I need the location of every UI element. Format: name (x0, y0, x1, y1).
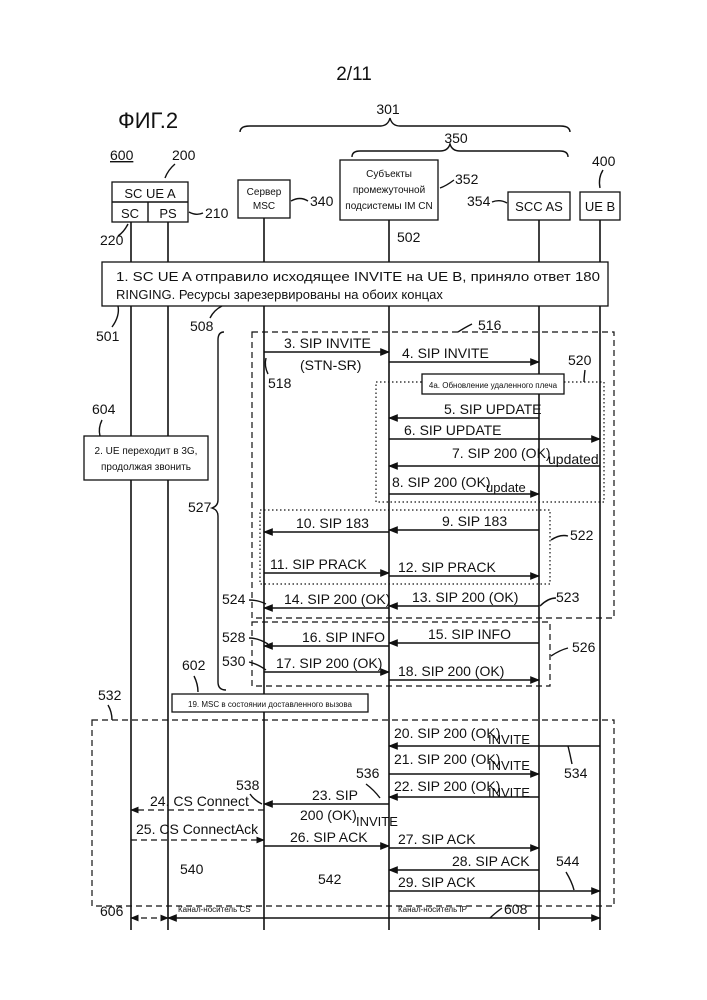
msg27-label: 27. SIP ACK (398, 831, 476, 847)
ims-label-line1: Субъекты (366, 168, 412, 180)
ref-340: 340 (310, 193, 334, 209)
msg8-subscript: update (486, 480, 526, 495)
msg26-label: 26. SIP ACK (290, 829, 368, 845)
msg18-label: 18. SIP 200 (OK) (398, 663, 504, 679)
msg29-label: 29. SIP ACK (398, 874, 476, 890)
msc-label-line1: Сервер (247, 187, 282, 198)
step2-line1: 2. UE переходит в 3G, (95, 446, 198, 457)
msg9-label: 9. SIP 183 (442, 513, 507, 529)
msg5-label: 5. SIP UPDATE (444, 401, 542, 417)
ref-530: 530 (222, 653, 246, 669)
sc-label: SC (121, 206, 139, 221)
ref-602: 602 (182, 657, 206, 673)
ref-527: 527 (188, 499, 212, 515)
ref-516: 516 (478, 317, 502, 333)
page-number: 2/11 (336, 64, 372, 85)
ue-b-label: UE B (585, 199, 615, 214)
ref-538: 538 (236, 777, 260, 793)
ref-301: 301 (376, 101, 400, 117)
scc-as-label: SCC AS (515, 199, 563, 214)
msg6-label: 6. SIP UPDATE (404, 422, 502, 438)
msg25-label: 25. CS ConnectAck (136, 821, 259, 837)
ref-518: 518 (268, 375, 292, 391)
msg11-label: 11. SIP PRACK (270, 556, 367, 572)
msg20-label: 20. SIP 200 (OK) (394, 725, 500, 741)
msg22-label: 22. SIP 200 (OK) (394, 778, 500, 794)
msg17-label: 17. SIP 200 (OK) (276, 655, 382, 671)
msg7-label: 7. SIP 200 (OK) (452, 445, 551, 461)
figure-label: ФИГ.2 (118, 108, 178, 133)
msg20-subscript: INVITE (488, 732, 530, 747)
ref-526: 526 (572, 639, 596, 655)
step19-label: 19. MSC в состоянии доставленного вызова (188, 700, 353, 709)
msc-label-line2: MSC (253, 201, 275, 212)
ref-536: 536 (356, 765, 380, 781)
msg4-label: 4. SIP INVITE (402, 345, 489, 361)
msg14-label: 14. SIP 200 (OK) (284, 591, 390, 607)
msg3-sublabel: (STN-SR) (300, 357, 361, 373)
step1-line1: 1. SC UE A отправило исходящее INVITE на… (116, 269, 600, 284)
ref-520: 520 (568, 352, 592, 368)
msg10-label: 10. SIP 183 (296, 515, 369, 531)
msg15-label: 15. SIP INFO (428, 626, 511, 642)
msg24-label: 24. CS Connect (150, 793, 249, 809)
ref-606: 606 (100, 903, 124, 919)
msc-server-box (238, 180, 290, 218)
step2-note (84, 436, 208, 480)
ref-604: 604 (92, 401, 116, 417)
ims-label-line3: подсистемы IM CN (345, 201, 432, 212)
msg13-label: 13. SIP 200 (OK) (412, 589, 518, 605)
step1-line2: RINGING. Ресурсы зарезервированы на обои… (116, 287, 443, 302)
step2-line2: продолжая звонить (101, 462, 191, 473)
msg22-subscript: INVITE (488, 785, 530, 800)
ref-608: 608 (504, 901, 528, 917)
ref-542: 542 (318, 871, 342, 887)
brace-301 (240, 118, 570, 132)
ref-200: 200 (172, 147, 196, 163)
ref-501: 501 (96, 328, 120, 344)
ref-524: 524 (222, 591, 246, 607)
bearer-ip-label: Канал-носитель IP (398, 905, 467, 914)
msg16-label: 16. SIP INFO (302, 629, 385, 645)
msg21-label: 21. SIP 200 (OK) (394, 751, 500, 767)
step4a-label: 4а. Обновление удаленного плеча (429, 381, 558, 390)
ref-400: 400 (592, 153, 616, 169)
ref-522: 522 (570, 527, 594, 543)
ref-354: 354 (467, 193, 491, 209)
ref-528: 528 (222, 629, 246, 645)
msg12-label: 12. SIP PRACK (398, 559, 496, 575)
ref-502: 502 (397, 229, 421, 245)
msg23-subscript: INVITE (356, 814, 398, 829)
ref-350: 350 (444, 130, 468, 146)
ref-508: 508 (190, 318, 214, 334)
ref-600: 600 (110, 147, 134, 163)
ref-540: 540 (180, 861, 204, 877)
ref-210: 210 (205, 205, 229, 221)
msg21-subscript: INVITE (488, 758, 530, 773)
ref-534: 534 (564, 765, 588, 781)
sc-ue-a-label: SC UE A (124, 186, 176, 201)
msg28-label: 28. SIP ACK (452, 853, 530, 869)
bearer-cs-label: Канал-носитель CS (178, 905, 251, 914)
ps-label: PS (159, 206, 177, 221)
msg8-label: 8. SIP 200 (OK) (392, 474, 491, 490)
ref-352: 352 (455, 171, 479, 187)
ref-523: 523 (556, 589, 580, 605)
msg23-sublabel: 200 (OK) (300, 807, 357, 823)
ref-544: 544 (556, 853, 580, 869)
msg23-label: 23. SIP (312, 787, 358, 803)
ref-532: 532 (98, 687, 122, 703)
msg7-subscript: updated (548, 451, 599, 467)
ims-label-line2: промежуточной (353, 185, 425, 196)
msg3-label: 3. SIP INVITE (284, 335, 371, 351)
